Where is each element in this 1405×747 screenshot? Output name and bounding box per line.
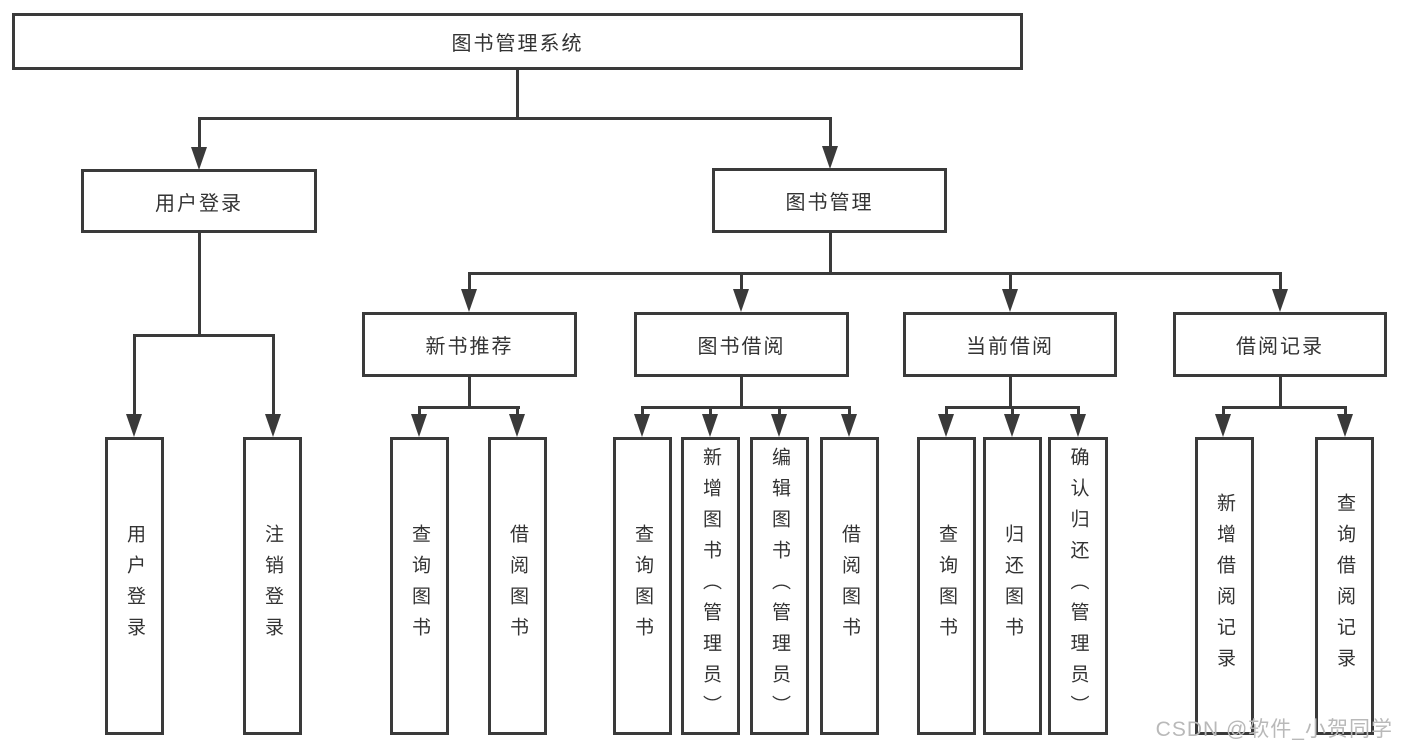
connector-vline <box>829 117 832 149</box>
arrowhead-down <box>634 414 650 437</box>
connector-vline <box>1344 406 1347 417</box>
node-library-system-root: 图书管理系统 <box>12 13 1023 70</box>
leaf-logout: 注销登录 <box>243 437 302 735</box>
connector-vline <box>198 233 201 336</box>
connector-hline <box>418 406 520 409</box>
arrowhead-down <box>509 414 525 437</box>
leaf-borrow-books: 借阅图书 <box>820 437 879 735</box>
connector-vline <box>1279 377 1282 408</box>
arrowhead-down <box>841 414 857 437</box>
connector-vline <box>709 406 712 417</box>
arrowhead-down <box>702 414 718 437</box>
leaf-query-books-recommend: 查询图书 <box>390 437 449 735</box>
arrowhead-down <box>771 414 787 437</box>
leaf-return-books: 归还图书 <box>983 437 1042 735</box>
node-user-login-branch: 用户登录 <box>81 169 317 233</box>
connector-vline <box>516 70 519 118</box>
arrowhead-down <box>461 289 477 312</box>
arrowhead-down <box>191 147 207 170</box>
connector-vline <box>468 377 471 408</box>
arrowhead-down <box>1070 414 1086 437</box>
connector-vline <box>272 334 275 416</box>
connector-vline <box>1009 377 1012 408</box>
arrowhead-down <box>126 414 142 437</box>
leaf-add-borrow-record: 新增借阅记录 <box>1195 437 1254 735</box>
node-book-borrowing: 图书借阅 <box>634 312 849 377</box>
arrowhead-down <box>1004 414 1020 437</box>
connector-vline <box>641 406 644 417</box>
arrowhead-down <box>822 146 838 169</box>
arrowhead-down <box>938 414 954 437</box>
connector-vline <box>1011 406 1014 417</box>
node-current-borrowing: 当前借阅 <box>903 312 1117 377</box>
connector-vline <box>740 377 743 408</box>
leaf-borrow-books-recommend: 借阅图书 <box>488 437 547 735</box>
connector-hline <box>1222 406 1345 409</box>
connector-hline <box>468 272 1282 275</box>
connector-vline <box>1279 272 1282 292</box>
leaf-user-login: 用户登录 <box>105 437 164 735</box>
connector-vline <box>945 406 948 417</box>
arrowhead-down <box>1337 414 1353 437</box>
leaf-confirm-return-admin: 确认归还（管理员） <box>1048 437 1108 735</box>
connector-hline <box>641 406 850 409</box>
arrowhead-down <box>1215 414 1231 437</box>
arrowhead-down <box>1002 289 1018 312</box>
connector-vline <box>418 406 421 417</box>
arrowhead-down <box>1272 289 1288 312</box>
node-new-book-recommend: 新书推荐 <box>362 312 577 377</box>
leaf-add-books-admin: 新增图书（管理员） <box>681 437 740 735</box>
node-borrow-records: 借阅记录 <box>1173 312 1387 377</box>
connector-vline <box>778 406 781 417</box>
connector-vline <box>1009 272 1012 292</box>
connector-vline <box>1077 406 1080 417</box>
arrowhead-down <box>265 414 281 437</box>
arrowhead-down <box>411 414 427 437</box>
csdn-watermark: CSDN @软件_小贺同学 <box>1155 718 1393 741</box>
connector-hline <box>133 334 275 337</box>
leaf-query-books-current: 查询图书 <box>917 437 976 735</box>
leaf-edit-books-admin: 编辑图书（管理员） <box>750 437 809 735</box>
leaf-query-borrow-record: 查询借阅记录 <box>1315 437 1374 735</box>
node-book-management-branch: 图书管理 <box>712 168 947 233</box>
connector-vline <box>740 272 743 292</box>
connector-vline <box>133 334 136 416</box>
connector-vline <box>198 117 201 150</box>
leaf-query-books-borrowing: 查询图书 <box>613 437 672 735</box>
connector-vline <box>468 272 471 292</box>
connector-vline <box>1222 406 1225 417</box>
connector-vline <box>516 406 519 417</box>
connector-hline <box>198 117 832 120</box>
connector-vline <box>829 233 832 274</box>
connector-vline <box>848 406 851 417</box>
arrowhead-down <box>733 289 749 312</box>
